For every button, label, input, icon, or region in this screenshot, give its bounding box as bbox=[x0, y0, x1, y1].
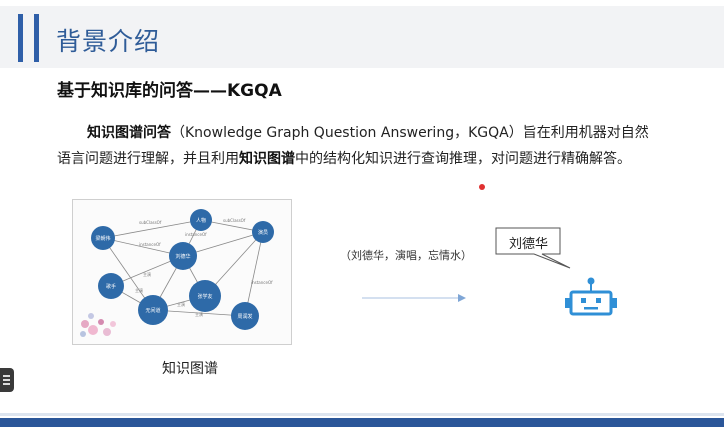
kg-edge-label: 主演 bbox=[195, 311, 203, 317]
kg-node: 演员 bbox=[252, 221, 274, 243]
kg-node-label: 演员 bbox=[258, 229, 268, 236]
kg-node-label: 人物 bbox=[196, 217, 206, 224]
query-triple: （刘德华，演唱，忘情水） bbox=[340, 249, 472, 262]
side-menu-tab[interactable] bbox=[0, 368, 14, 392]
arrow-icon bbox=[362, 294, 466, 302]
kg-edge bbox=[244, 231, 264, 317]
kg-edge-label: instanceOf bbox=[251, 280, 273, 285]
title-accent-bar bbox=[18, 14, 23, 62]
kg-node-label: 周润发 bbox=[237, 313, 252, 320]
footer-stripe bbox=[0, 413, 724, 416]
kg-node: 人物 bbox=[190, 209, 212, 231]
kg-node: 周润发 bbox=[231, 302, 259, 330]
menu-icon bbox=[3, 375, 10, 377]
knowledge-graph-svg: subClassOf subClassOf instanceOf instanc… bbox=[80, 209, 274, 337]
kg-caption: 知识图谱 bbox=[162, 361, 218, 377]
footer-band bbox=[0, 418, 724, 427]
menu-icon bbox=[3, 379, 10, 381]
kg-node-label: 张学友 bbox=[197, 293, 212, 300]
title-band bbox=[0, 6, 724, 68]
kg-edge-label: instanceOf bbox=[139, 242, 161, 247]
kg-nodes: 梁朝伟 人物 演员 刘德华 歌手 bbox=[91, 209, 274, 330]
title-accent-bar bbox=[34, 14, 39, 62]
kg-edge bbox=[152, 309, 246, 317]
slide-title: 背景介绍 bbox=[56, 27, 161, 56]
kg-node-label: 刘德华 bbox=[175, 253, 190, 260]
kg-node: 张学友 bbox=[189, 280, 221, 312]
kg-edge-label: 主演 bbox=[143, 271, 151, 277]
menu-icon bbox=[3, 383, 10, 385]
speech-bubble bbox=[495, 227, 571, 269]
laser-pointer bbox=[479, 184, 485, 190]
robot-icon bbox=[565, 277, 617, 316]
kg-edge-label: subClassOf bbox=[139, 220, 162, 225]
kg-edge-label: 主演 bbox=[177, 301, 185, 307]
paragraph-line-2: 语言问题进行理解，并且利用知识图谱中的结构化知识进行查询推理，对问题进行精确解答… bbox=[57, 148, 667, 168]
kg-node: 刘德华 bbox=[169, 242, 197, 270]
paragraph-line-1: 知识图谱问答（Knowledge Graph Question Answerin… bbox=[87, 122, 697, 142]
slide-subtitle: 基于知识库的问答——KGQA bbox=[57, 81, 282, 101]
kg-node: 歌手 bbox=[98, 273, 124, 299]
paragraph-text: 语言问题进行理解，并且利用 bbox=[57, 151, 239, 167]
paragraph-text: 中的结构化知识进行查询推理，对问题进行精确解答。 bbox=[295, 151, 631, 167]
term-knowledge-graph: 知识图谱 bbox=[239, 151, 295, 167]
decorative-scribble bbox=[80, 313, 116, 337]
kg-edge-label: 主演 bbox=[135, 287, 143, 293]
kg-node: 梁朝伟 bbox=[91, 226, 115, 250]
kg-node: 无间道 bbox=[138, 295, 168, 325]
knowledge-graph-figure: subClassOf subClassOf instanceOf instanc… bbox=[72, 199, 292, 345]
kg-edge-label: instanceOf bbox=[185, 232, 207, 237]
answer-text: 刘德华 bbox=[509, 237, 549, 252]
kg-edge-labels: subClassOf subClassOf instanceOf instanc… bbox=[135, 218, 273, 317]
kg-node-label: 无间道 bbox=[145, 307, 160, 314]
paragraph-text: （Knowledge Graph Question Answering，KGQA… bbox=[171, 125, 649, 141]
kg-edge bbox=[102, 219, 202, 239]
kg-edge-label: subClassOf bbox=[223, 218, 246, 223]
kg-node-label: 梁朝伟 bbox=[95, 235, 110, 242]
term-kgqa: 知识图谱问答 bbox=[87, 125, 171, 141]
kg-node-label: 歌手 bbox=[106, 283, 116, 290]
